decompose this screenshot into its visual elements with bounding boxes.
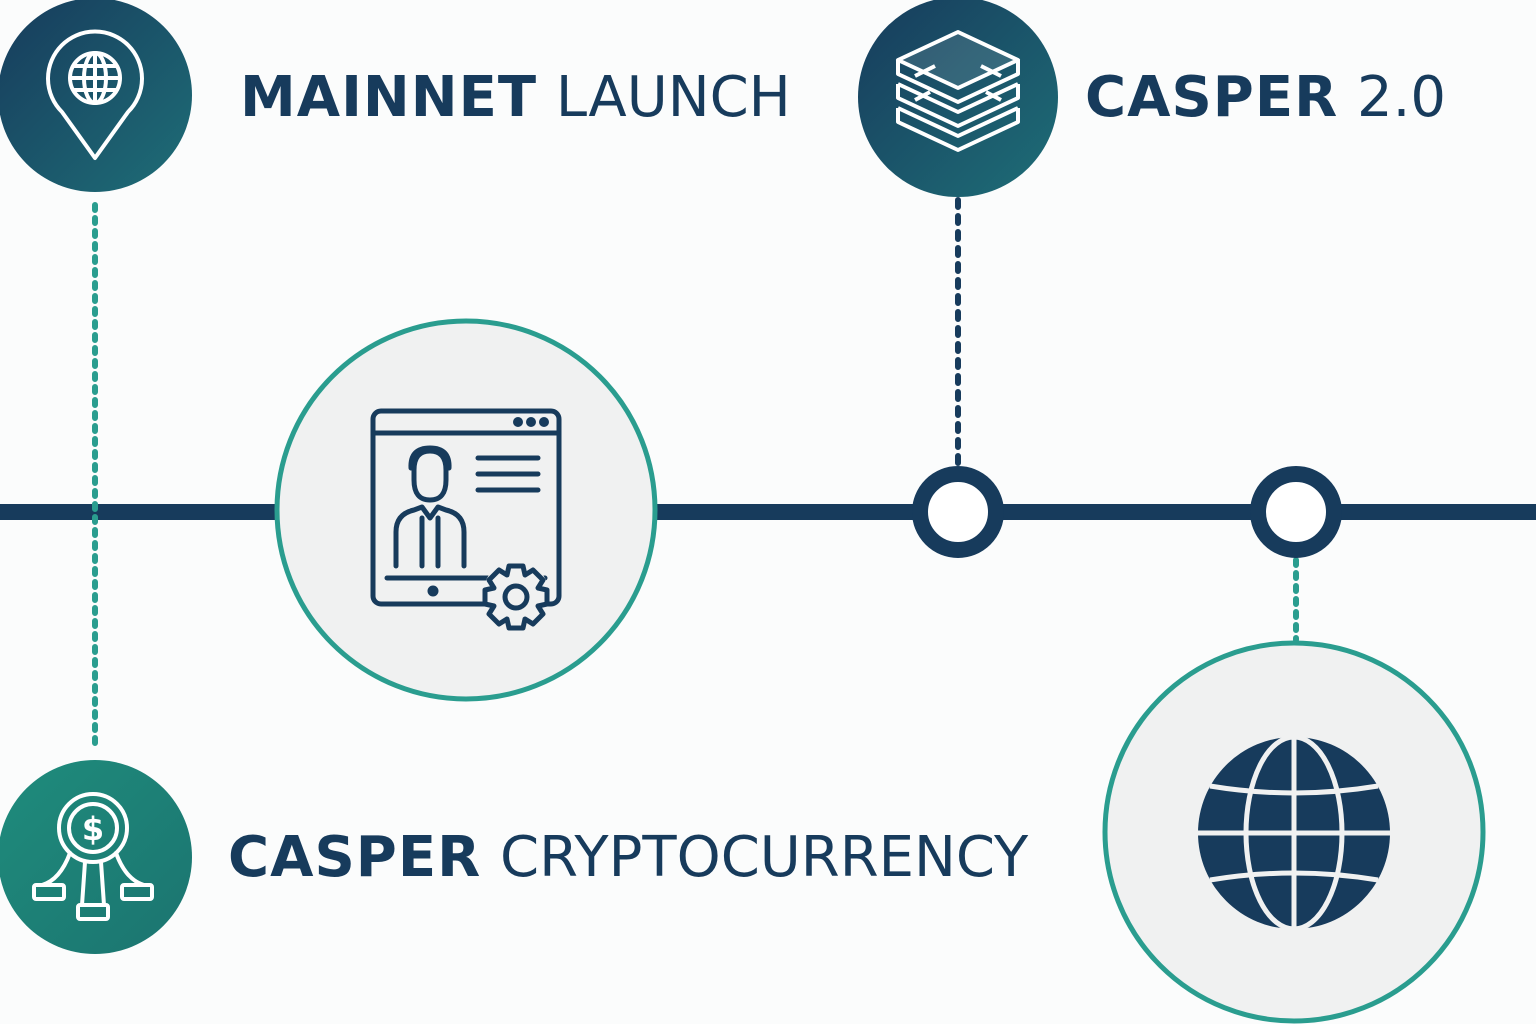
milestone-label-casper-cryptocurrency: CASPER CRYPTOCURRENCY <box>228 830 1028 886</box>
milestone-title-bold: CASPER <box>228 825 482 890</box>
globe-icon <box>1198 734 1390 932</box>
svg-text:$: $ <box>82 810 104 848</box>
timeline-node <box>1250 466 1342 558</box>
milestone-title-bold: CASPER <box>1085 65 1339 130</box>
milestone-label-mainnet-launch: MAINNET LAUNCH <box>240 70 791 126</box>
globe-hub <box>1102 640 1486 1024</box>
globe-location-pin-icon <box>46 29 144 160</box>
casper-2-badge <box>858 0 1058 197</box>
milestone-title-light: LAUNCH <box>555 65 791 130</box>
casper-cryptocurrency-badge: $ <box>0 760 192 954</box>
milestone-title-light: 2.0 <box>1357 65 1447 130</box>
dollar-coin-network-icon: $ <box>32 792 154 921</box>
timeline-node <box>912 466 1004 558</box>
milestone-title-light: CRYPTOCURRENCY <box>500 825 1029 890</box>
milestone-title-bold: MAINNET <box>240 65 538 130</box>
stacked-layers-icon <box>896 30 1020 152</box>
profile-screen-gear-icon <box>370 408 562 631</box>
mainnet-launch-badge <box>0 0 192 192</box>
profile-hub <box>274 318 658 702</box>
milestone-label-casper-2: CASPER 2.0 <box>1085 70 1446 126</box>
